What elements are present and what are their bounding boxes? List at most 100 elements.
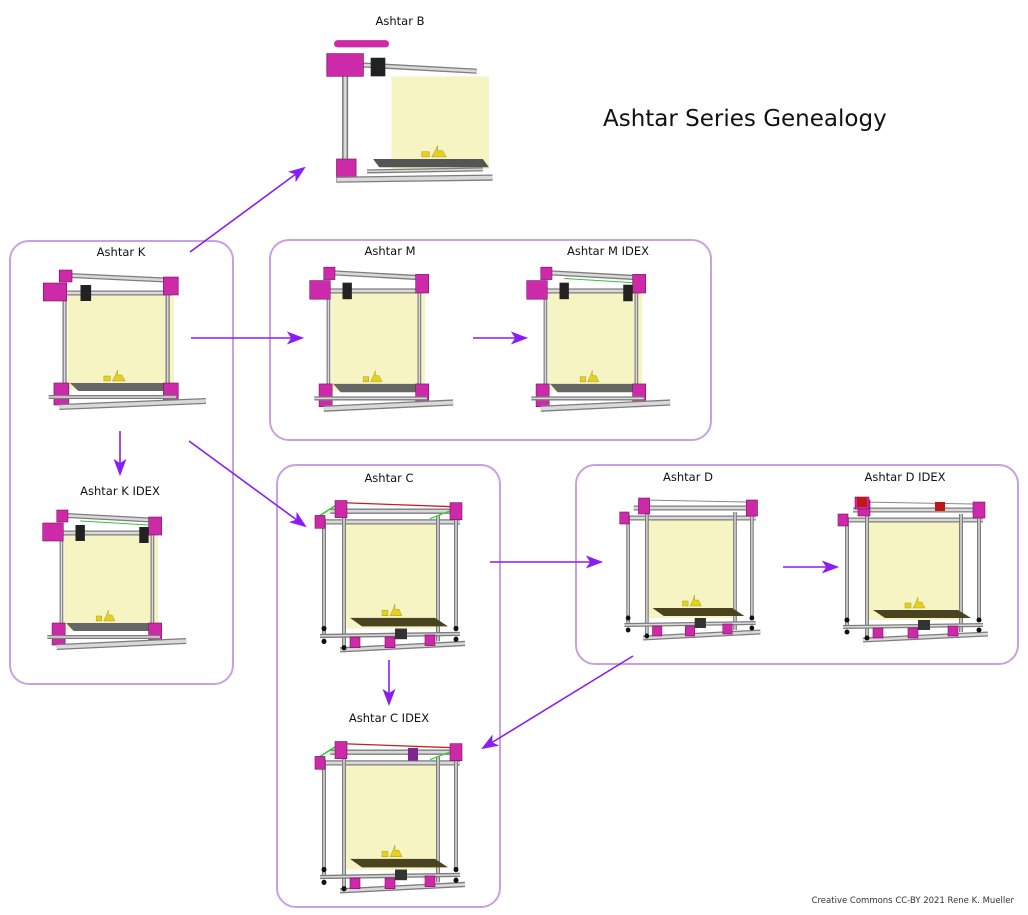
frame-bracket xyxy=(42,282,68,302)
printer-ashtar-d-idex xyxy=(833,492,993,643)
frame-bracket xyxy=(349,877,361,890)
hotend xyxy=(75,525,85,541)
test-cube xyxy=(362,376,369,383)
frame-bracket xyxy=(652,625,663,637)
test-cube xyxy=(103,375,111,382)
build-volume xyxy=(64,535,158,630)
wheel xyxy=(864,635,870,641)
stepper-motor xyxy=(395,628,407,640)
test-cube xyxy=(95,615,102,622)
wheel xyxy=(749,615,755,621)
printer-illustration xyxy=(619,497,761,641)
benchy-model xyxy=(112,369,126,382)
wheel xyxy=(844,629,850,635)
hotend xyxy=(80,285,92,301)
build-plate xyxy=(550,383,642,393)
hotend xyxy=(370,57,386,77)
wheel xyxy=(453,877,459,883)
label-ashtar-c-idex: Ashtar C IDEX xyxy=(348,711,430,725)
frame-bracket xyxy=(424,875,436,887)
frame-bracket xyxy=(424,634,436,646)
frame-bracket xyxy=(632,274,647,294)
toolhead-red-2 xyxy=(935,502,945,511)
frame-bracket xyxy=(449,502,463,521)
printer-illustration xyxy=(42,509,187,650)
test-cube xyxy=(381,851,389,857)
diagram-title: Ashtar Series Genealogy xyxy=(603,106,887,132)
belt xyxy=(80,520,149,526)
frame-bracket xyxy=(535,383,550,407)
frame-bracket xyxy=(947,625,959,637)
printer-ashtar-d xyxy=(615,490,765,641)
frame-bracket xyxy=(163,276,179,296)
test-cube xyxy=(381,610,389,616)
label-ashtar-c: Ashtar C xyxy=(364,471,414,485)
build-plate xyxy=(350,617,448,627)
printer-illustration xyxy=(309,266,454,412)
top-rods xyxy=(862,501,974,505)
build-plate xyxy=(69,383,174,391)
hotend-2 xyxy=(623,284,633,302)
build-plate xyxy=(350,858,448,868)
wheel xyxy=(644,633,650,639)
build-volume xyxy=(67,295,174,390)
benchy-model xyxy=(389,603,403,616)
frame-bracket xyxy=(685,625,695,637)
build-volume xyxy=(331,293,425,392)
frame-bracket xyxy=(309,280,331,300)
printer-illustration xyxy=(837,496,989,643)
wheel xyxy=(625,627,631,633)
benchy-model xyxy=(431,145,447,158)
hotend xyxy=(342,282,352,300)
wheel xyxy=(321,625,327,632)
frame-bracket xyxy=(415,274,430,294)
label-ashtar-d-idex: Ashtar D IDEX xyxy=(864,470,946,484)
belt-red xyxy=(339,502,461,508)
wheel xyxy=(625,615,631,621)
wheel xyxy=(976,627,982,633)
wheel xyxy=(321,879,327,885)
wheel xyxy=(341,645,347,651)
build-plate xyxy=(66,623,158,631)
printer-illustration xyxy=(326,40,493,183)
frame-bracket xyxy=(638,497,650,515)
label-ashtar-m: Ashtar M xyxy=(364,244,416,258)
build-volume xyxy=(548,293,642,392)
frame-bracket xyxy=(619,511,630,525)
label-ashtar-k: Ashtar K xyxy=(96,245,146,259)
build-plate xyxy=(873,610,971,618)
build-plate xyxy=(333,383,425,393)
wheel xyxy=(844,617,850,623)
frame-bracket xyxy=(53,382,70,406)
build-plate xyxy=(652,608,745,616)
stepper-motor xyxy=(395,869,407,881)
frame-bracket xyxy=(972,501,986,519)
printer-illustration xyxy=(314,500,466,653)
frame-bracket xyxy=(42,522,64,542)
benchy-model xyxy=(912,596,926,609)
frame-bracket xyxy=(449,743,463,762)
group-m-family xyxy=(269,239,712,441)
frame-bracket xyxy=(384,877,396,890)
printer-ashtar-b xyxy=(300,35,495,190)
frame-bracket xyxy=(907,627,919,639)
printer-illustration xyxy=(526,266,671,412)
group-d-family xyxy=(575,464,1019,665)
wheel xyxy=(341,886,347,892)
benchy-model xyxy=(389,844,403,857)
frame-bracket xyxy=(745,499,758,517)
frame-bracket xyxy=(872,627,884,639)
arrow-d-to-c-idex xyxy=(481,655,634,750)
benchy-model xyxy=(587,370,600,383)
frame-bracket xyxy=(323,266,336,280)
frame-bracket xyxy=(526,280,548,300)
frame-bracket xyxy=(148,516,163,536)
frame-bracket xyxy=(540,266,553,280)
wheel xyxy=(453,625,459,632)
label-ashtar-d: Ashtar D xyxy=(663,470,713,484)
test-cube xyxy=(579,376,586,383)
frame-bracket xyxy=(314,515,326,529)
frame-bracket xyxy=(334,741,348,759)
wheel xyxy=(453,636,459,642)
benchy-model xyxy=(103,609,116,622)
